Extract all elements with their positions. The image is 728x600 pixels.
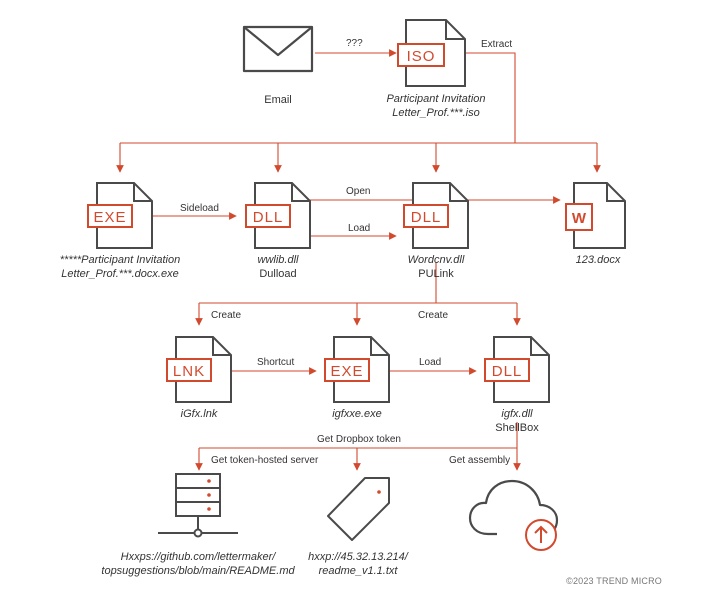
tag-icon — [327, 477, 390, 541]
edge-label-create-right: Create — [418, 310, 449, 321]
igfx-family: ShellBox — [495, 422, 539, 434]
exe-badge: EXE — [330, 363, 363, 380]
server-icon — [158, 473, 238, 538]
iso-caption-line2: Letter_Prof.***.iso — [392, 107, 480, 119]
dll-file-icon: DLL — [245, 182, 311, 249]
iso-badge: ISO — [407, 48, 436, 65]
word-badge: W — [572, 210, 587, 227]
tag-caption-line2: readme_v1.1.txt — [318, 565, 398, 577]
wwlib-filename: wwlib.dll — [257, 254, 299, 266]
wwlib-caption: wwlib.dll Dulload — [238, 253, 318, 281]
server-caption: Hxxps://github.com/lettermaker/ topsugge… — [98, 550, 298, 578]
tag-caption: hxxp://45.32.13.214/ readme_v1.1.txt — [298, 550, 418, 578]
edge-label-unknown: ??? — [346, 38, 363, 49]
dll-badge: DLL — [253, 209, 284, 226]
iso-caption: Participant Invitation Letter_Prof.***.i… — [366, 92, 506, 120]
edge-label-load-wordcnv: Load — [348, 223, 371, 234]
server-caption-line1: Hxxps://github.com/lettermaker/ — [120, 551, 276, 563]
lnk-file-icon: LNK — [166, 336, 232, 403]
email-caption: Email — [264, 94, 292, 106]
cloud-upload-icon — [468, 479, 559, 551]
dll-badge: DLL — [411, 209, 442, 226]
server-caption-line2: topsuggestions/blob/main/README.md — [101, 565, 295, 577]
exe-loader-caption: *****Participant Invitation Letter_Prof.… — [40, 253, 200, 281]
wordcnv-filename: Wordcnv.dll — [407, 254, 465, 266]
wordcnv-family: PULink — [418, 268, 454, 280]
copyright-footer: ©2023 TREND MICRO — [566, 576, 662, 586]
tag-caption-line1: hxxp://45.32.13.214/ — [308, 551, 408, 563]
iso-caption-line1: Participant Invitation — [386, 93, 486, 105]
dll-file-icon: DLL — [403, 182, 469, 249]
exe-loader-caption-line1: *****Participant Invitation — [59, 254, 181, 266]
iso-file-icon: ISO — [397, 19, 466, 87]
dll-badge: DLL — [492, 363, 523, 380]
wordcnv-caption: Wordcnv.dll PULink — [396, 253, 476, 281]
edge-label-sideload: Sideload — [180, 203, 219, 214]
wwlib-family: Dulload — [259, 268, 297, 280]
edge-label-extract: Extract — [481, 39, 513, 50]
edge-label-shortcut: Shortcut — [257, 357, 295, 368]
lnk-caption: iGfx.lnk — [180, 408, 218, 420]
edge-label-get-dropbox-token: Get Dropbox token — [317, 434, 401, 445]
edge-label-get-assembly: Get assembly — [449, 455, 511, 466]
edge-label-load-igfx: Load — [419, 357, 442, 368]
exe-file-icon: EXE — [87, 182, 153, 249]
exe-loader-caption-line2: Letter_Prof.***.docx.exe — [61, 268, 179, 280]
edge-label-get-token-server: Get token-hosted server — [211, 455, 319, 466]
exe-file-icon: EXE — [324, 336, 390, 403]
edge-extract — [466, 52, 516, 143]
edge-label-create-left: Create — [211, 310, 242, 321]
envelope-icon — [242, 25, 314, 73]
word-document-icon: W — [565, 182, 626, 249]
dll-file-icon: DLL — [484, 336, 550, 403]
lnk-badge: LNK — [173, 363, 205, 380]
igfxxe-caption: igfxxe.exe — [332, 408, 382, 420]
exe-badge: EXE — [93, 209, 126, 226]
docx-caption: 123.docx — [575, 254, 621, 266]
igfx-filename: igfx.dll — [501, 408, 533, 420]
igfx-caption: igfx.dll ShellBox — [477, 407, 557, 435]
edge-label-open: Open — [346, 186, 371, 197]
